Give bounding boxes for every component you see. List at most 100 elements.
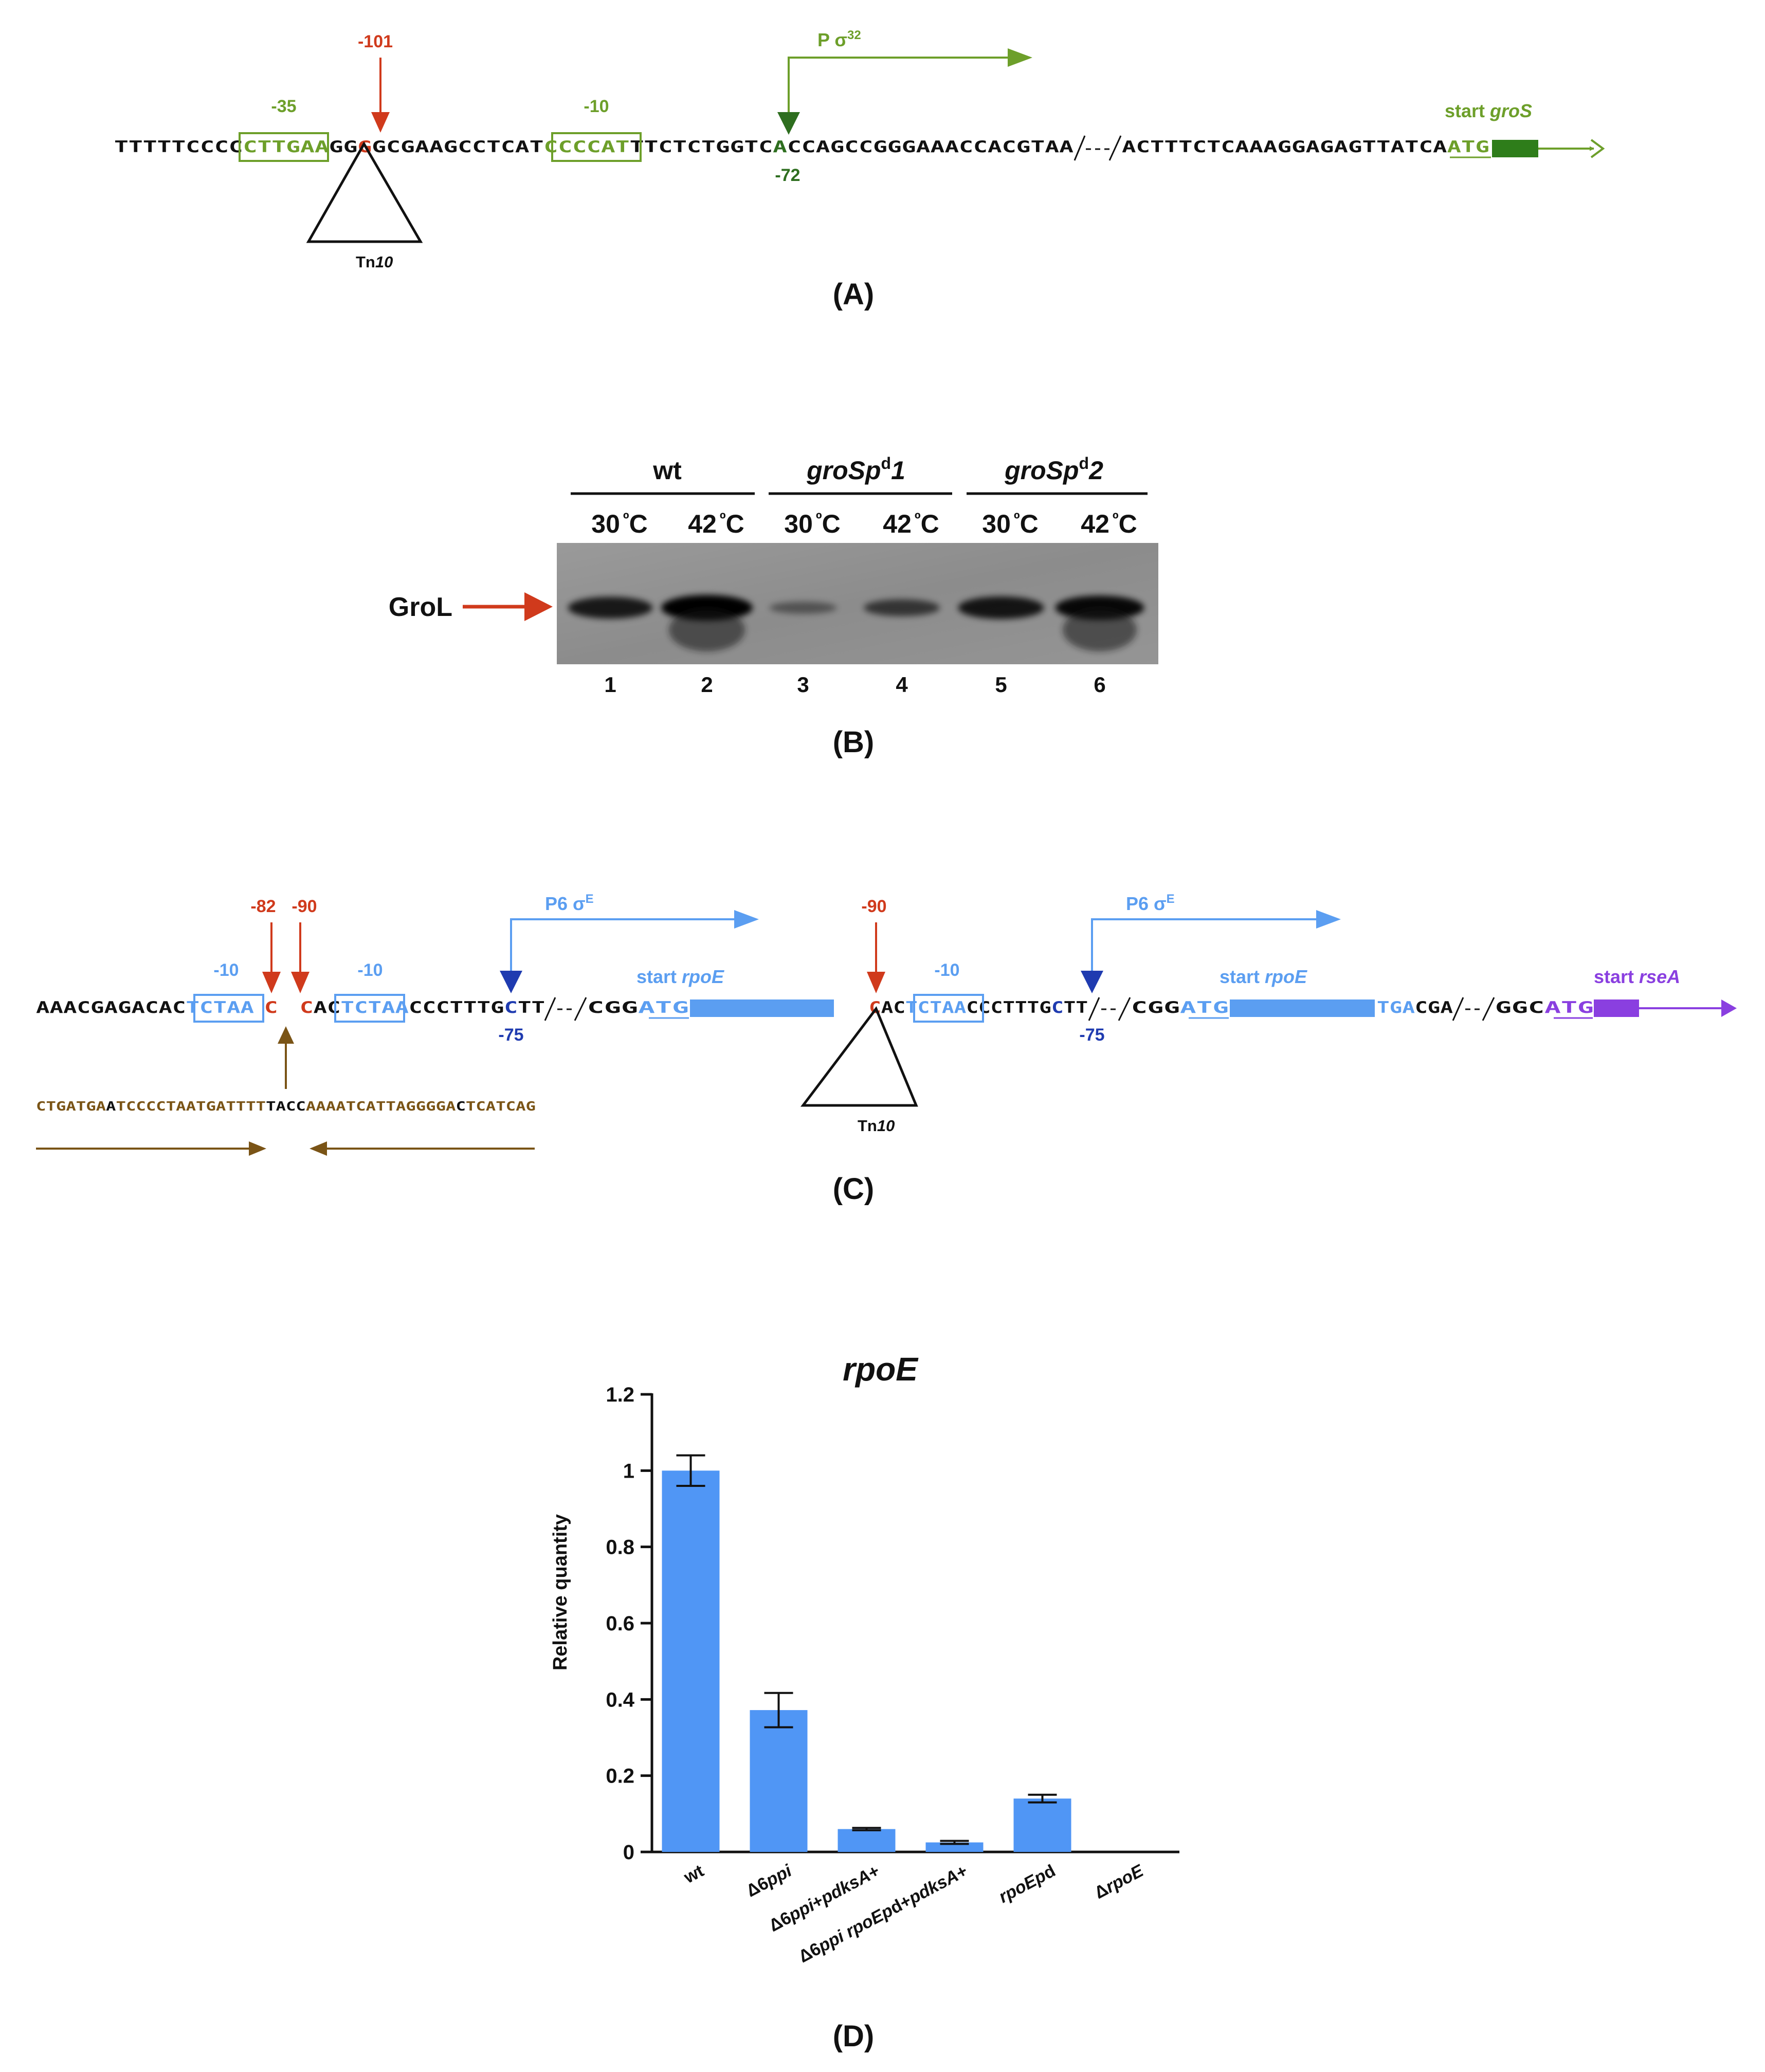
rpoe-gene-bar-2	[1230, 999, 1375, 1017]
blot-smear	[668, 608, 745, 651]
group-grospd1: groSpd1	[806, 454, 905, 485]
box-minus10-a	[193, 994, 264, 1023]
group-wt: wt	[652, 456, 682, 485]
label-minus10: -10	[584, 97, 609, 116]
repeat-arrowhead-left	[249, 1141, 266, 1156]
arrowhead-minus101	[371, 112, 390, 133]
blot-band	[958, 596, 1044, 619]
rsea-arrowhead	[1721, 999, 1737, 1017]
bar	[750, 1710, 808, 1852]
box-minus10	[551, 132, 642, 162]
gros-arrow-head	[1590, 139, 1605, 158]
start-rpoe-label-1: start rpoE	[636, 966, 724, 987]
panel-c-letter: (C)	[833, 1172, 875, 1206]
tn10-label-c: Tn10	[858, 1117, 895, 1135]
bar	[838, 1829, 896, 1852]
p6-label-1: P6 σE	[545, 892, 594, 914]
panel-b-letter: (B)	[833, 725, 875, 759]
label-minus90: -90	[292, 897, 317, 916]
lane-numbers: 1 2 3 4 5 6	[604, 673, 1105, 697]
y-axis-label: Relative quantity	[550, 1514, 571, 1670]
gros-gene-bar	[1492, 140, 1538, 157]
box-minus35	[239, 132, 329, 162]
start-rpoe-label-2: start rpoE	[1220, 966, 1307, 987]
tn10-label: Tn10	[356, 253, 393, 271]
box-minus10-c	[913, 994, 984, 1023]
panel-a-letter: (A)	[833, 278, 875, 311]
tn10-insertion-triangle	[306, 141, 423, 243]
group-grospd2: groSpd2	[1004, 454, 1103, 485]
lane-number: 3	[797, 673, 809, 697]
label-minus72: -72	[775, 166, 800, 185]
tn10-insertion-triangle-c	[800, 1006, 918, 1107]
x-tick-label: ΔrpoE	[1091, 1861, 1147, 1903]
arrowhead-minus90-b	[867, 972, 885, 993]
tss-arrowhead-2	[1081, 971, 1103, 993]
p6-arrowhead-1	[734, 910, 759, 929]
sequence-break	[1073, 135, 1122, 161]
x-tick-label: Δ6ppi rpoEpd+pdksA+	[795, 1861, 971, 1967]
lane-number: 5	[995, 673, 1007, 697]
label-minus10-b: -10	[357, 960, 383, 980]
tss-arrowhead-1	[500, 971, 522, 993]
blot-smear	[1062, 608, 1137, 651]
p6-arrowhead-2	[1316, 910, 1341, 929]
sequence-break-c2	[1088, 997, 1131, 1021]
p6-bent-arrow-1	[510, 918, 744, 979]
chart-title: rpoE	[843, 1351, 919, 1388]
y-tick-label: 0.6	[606, 1612, 634, 1635]
blot-band	[769, 602, 837, 614]
tss-arrowhead	[777, 112, 800, 135]
label-minus10-a: -10	[213, 960, 239, 980]
label-minus82: -82	[250, 897, 276, 916]
repeat-pointer-arrowhead	[278, 1026, 294, 1044]
blot-bands	[568, 595, 1144, 651]
promoter-label: P σ32	[817, 28, 861, 50]
bar	[1013, 1798, 1071, 1852]
lane-number: 4	[896, 673, 908, 697]
lane-number: 6	[1094, 673, 1105, 697]
lane-number: 2	[701, 673, 713, 697]
sequence-break-c3	[1452, 997, 1495, 1021]
repeat-arrowhead-right	[310, 1141, 327, 1156]
x-tick-label: rpoEpd	[995, 1861, 1059, 1907]
y-tick-label: 1	[623, 1460, 634, 1482]
label-minus35: -35	[271, 97, 296, 116]
arrowhead-minus82	[262, 972, 281, 993]
p6-label-2: P6 σE	[1126, 892, 1175, 914]
y-tick-label: 0.8	[606, 1536, 634, 1559]
label-minus75-b: -75	[1079, 1025, 1104, 1045]
lane-number: 1	[604, 673, 616, 697]
y-tick-label: 1.2	[606, 1384, 634, 1406]
bar	[662, 1470, 720, 1852]
promoter-bent-arrow	[788, 57, 1018, 121]
start-rsea-label: start rseA	[1594, 966, 1680, 987]
y-tick-label: 0	[623, 1841, 634, 1864]
panel-d-letter: (D)	[833, 2020, 875, 2053]
sequence-break-c1	[544, 997, 587, 1021]
label-minus101: -101	[358, 32, 393, 51]
blot-band	[568, 596, 653, 619]
